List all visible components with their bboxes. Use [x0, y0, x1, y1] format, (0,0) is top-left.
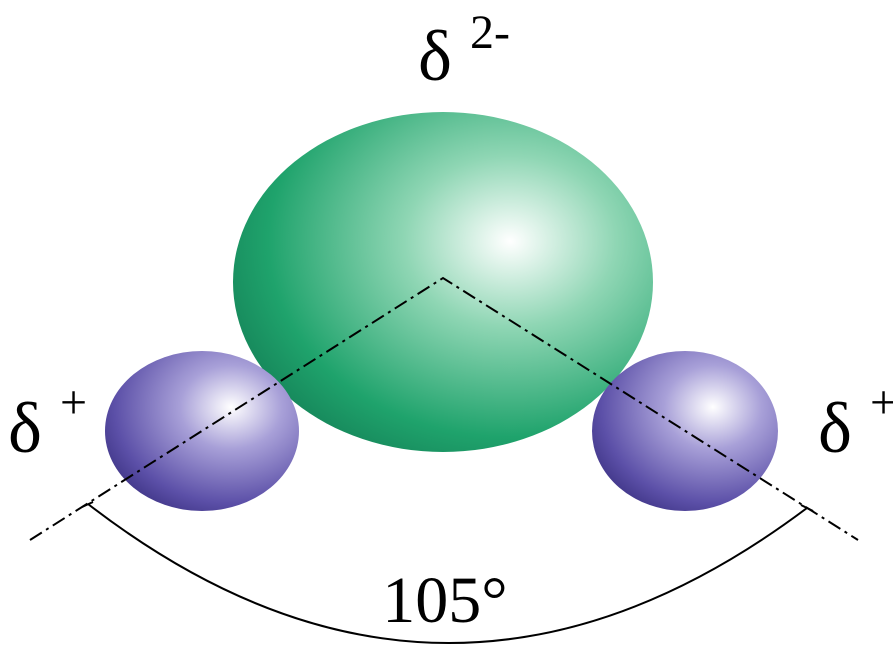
hydrogen-right-charge-base: δ: [818, 388, 852, 468]
hydrogen-atom-left: [105, 351, 299, 511]
bond-angle-label: 105°: [382, 564, 507, 637]
oxygen-charge-label: δ 2-: [418, 6, 510, 96]
bond-axis-lines: [29, 276, 859, 541]
hydrogen-right-charge-label: δ +: [818, 376, 893, 468]
angle-arc-tick-left: [81, 501, 94, 508]
angle-arc: [87, 503, 808, 644]
hydrogen-left-charge-label: δ +: [8, 376, 87, 468]
hydrogen-right-charge-superscript: +: [870, 376, 893, 429]
oxygen-charge-base: δ: [418, 16, 452, 96]
oxygen-charge-superscript: 2-: [470, 6, 510, 59]
hydrogen-left-charge-base: δ: [8, 388, 42, 468]
hydrogen-left-charge-superscript: +: [60, 376, 87, 429]
oxygen-atom: [233, 112, 653, 452]
